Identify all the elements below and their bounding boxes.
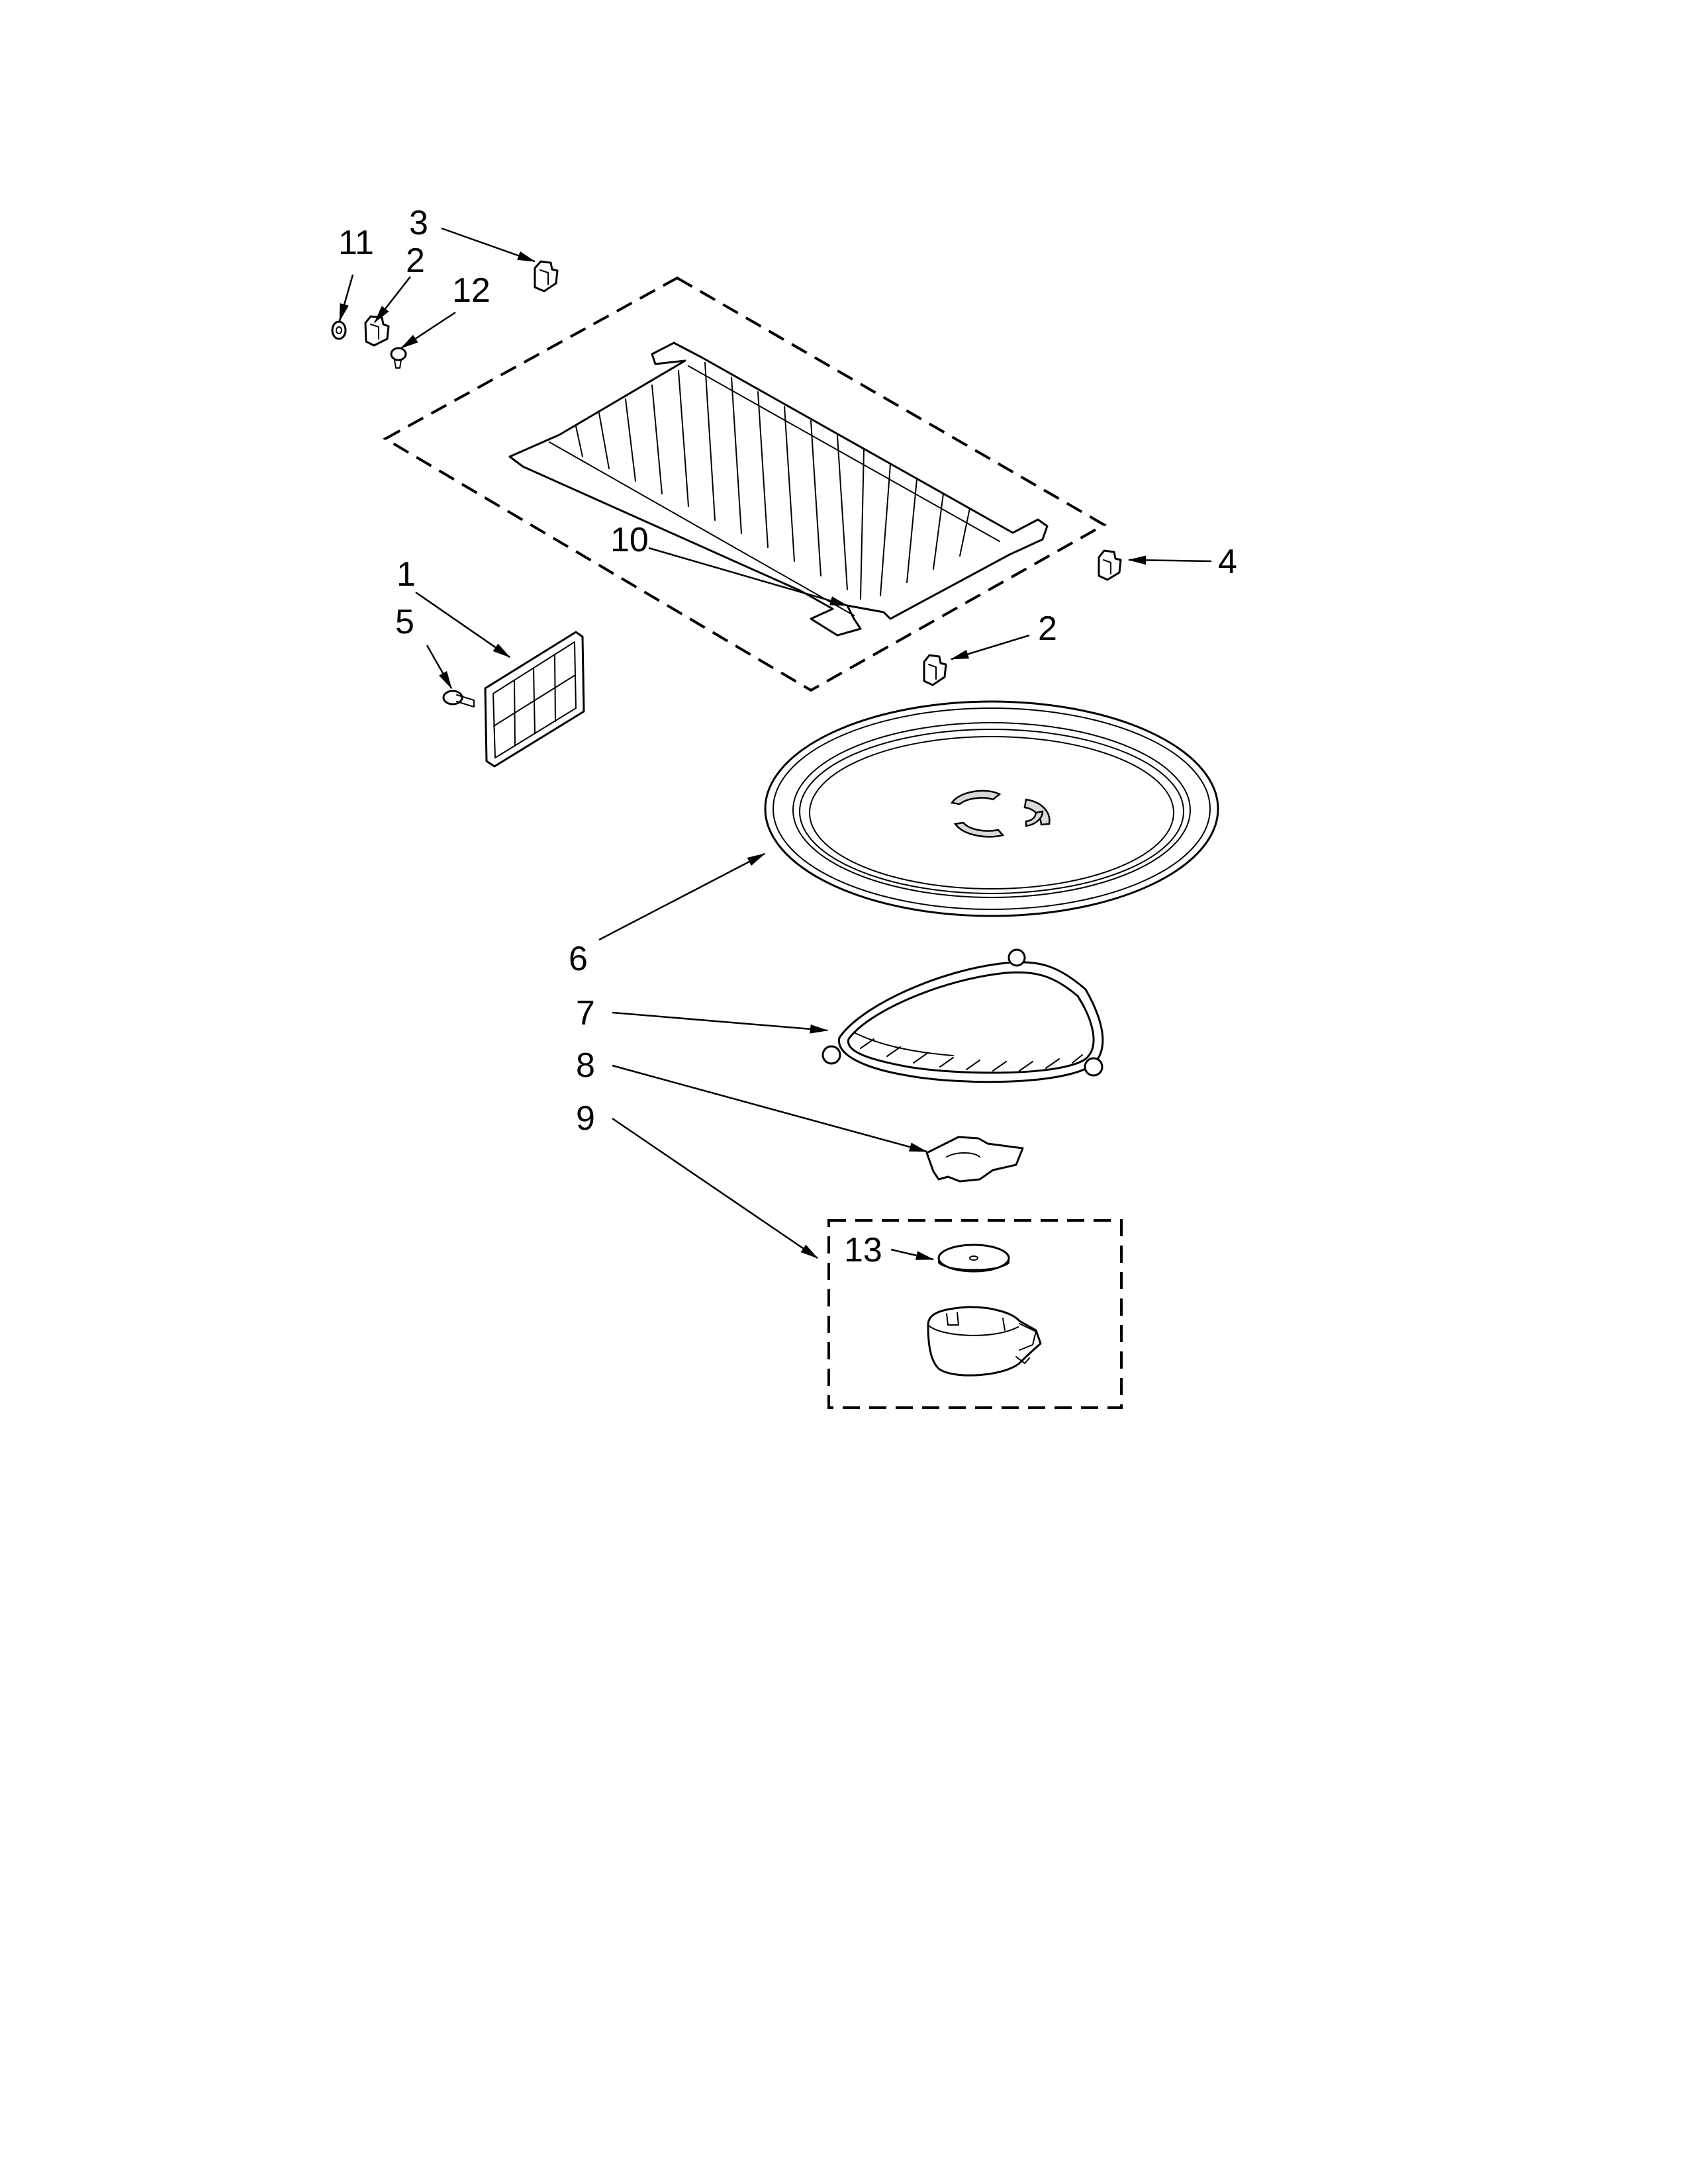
callout-2-upper: 2 xyxy=(406,242,425,280)
callout-labels: 3 11 2 12 10 4 1 2 5 6 7 8 9 13 xyxy=(338,204,1237,1269)
rack-clip-upper[interactable] xyxy=(364,315,390,347)
roller-support[interactable] xyxy=(821,948,1104,1083)
callout-6: 6 xyxy=(569,940,588,978)
rack-clip-rear-left[interactable] xyxy=(534,260,559,293)
filter-cover[interactable] xyxy=(484,631,585,768)
rack-clip-rear-right[interactable] xyxy=(1098,549,1122,581)
callout-3: 3 xyxy=(409,204,428,242)
coupler[interactable] xyxy=(925,1136,1024,1183)
turntable-motor[interactable] xyxy=(927,1306,1042,1377)
callout-12: 12 xyxy=(452,271,491,310)
rack-clip-lower[interactable] xyxy=(923,654,947,686)
screw[interactable] xyxy=(390,347,407,369)
washer[interactable] xyxy=(331,320,347,340)
motor-assembly-boundary xyxy=(827,1219,1123,1409)
callout-11: 11 xyxy=(338,224,374,262)
callout-9: 9 xyxy=(576,1099,595,1138)
motor-cap[interactable] xyxy=(937,1244,1010,1273)
callout-4: 4 xyxy=(1218,543,1237,581)
rack-assembly-boundary xyxy=(382,276,1107,692)
callout-1: 1 xyxy=(397,555,416,594)
turntable-tray[interactable] xyxy=(764,700,1219,917)
callout-2-lower: 2 xyxy=(1038,610,1057,648)
leader-lines xyxy=(338,227,1212,1261)
callout-8: 8 xyxy=(576,1046,595,1085)
filter-fastener[interactable] xyxy=(442,690,475,707)
callout-5: 5 xyxy=(395,603,414,641)
callout-7: 7 xyxy=(576,994,595,1032)
callout-10: 10 xyxy=(610,521,649,559)
wire-rack[interactable] xyxy=(508,341,1049,637)
callout-13: 13 xyxy=(844,1231,882,1269)
